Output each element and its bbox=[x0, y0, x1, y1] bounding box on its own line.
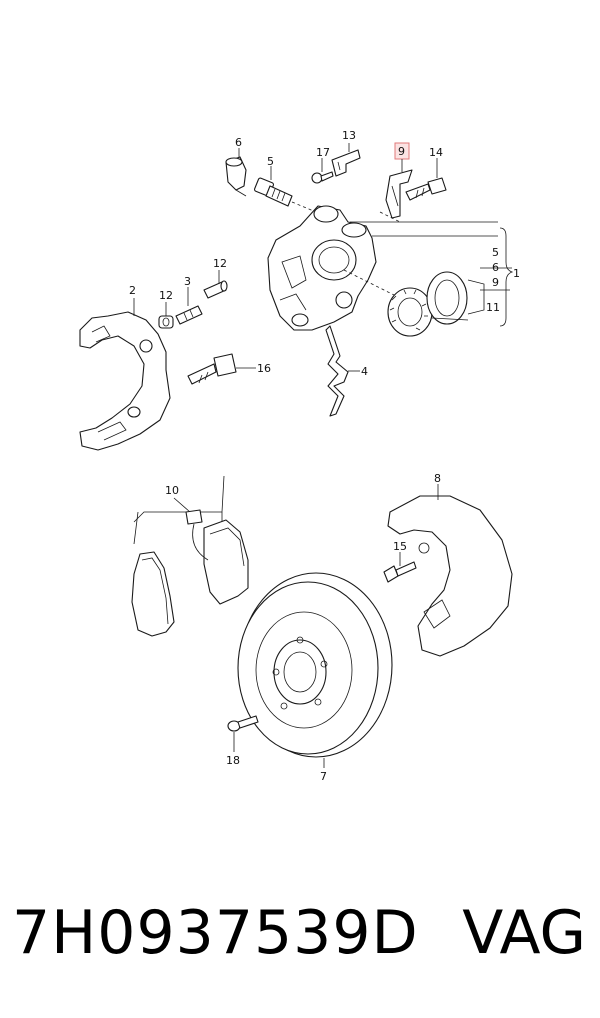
part-15-bolt[interactable] bbox=[383, 561, 417, 583]
callout-12-lower: 12 bbox=[159, 289, 173, 302]
footer-part-number: 7H0937539D bbox=[12, 898, 419, 968]
part-4-pad-spring[interactable] bbox=[325, 325, 349, 417]
part-6-cap[interactable] bbox=[225, 156, 247, 197]
part-12-bush-upper[interactable] bbox=[203, 280, 228, 299]
callout-5: 5 bbox=[267, 155, 274, 168]
callout-15: 15 bbox=[393, 540, 407, 553]
part-1-caliper-housing[interactable] bbox=[267, 205, 377, 331]
part-12-bush-lower[interactable] bbox=[158, 315, 174, 329]
part-8-splash-shield[interactable] bbox=[387, 495, 513, 657]
callout-10: 10 bbox=[165, 484, 179, 497]
part-9-spring[interactable] bbox=[385, 169, 413, 219]
part-2-carrier[interactable] bbox=[79, 311, 171, 451]
callout-7: 7 bbox=[320, 770, 327, 783]
part-11-seal-ring[interactable] bbox=[426, 271, 468, 325]
bracket-item-11: 11 bbox=[486, 301, 500, 314]
callout-12-upper: 12 bbox=[213, 257, 227, 270]
callout-9: 9 bbox=[398, 145, 405, 158]
callout-1: 1 bbox=[513, 267, 520, 280]
part-3-guide-pin[interactable] bbox=[175, 305, 203, 325]
part-13-bracket[interactable] bbox=[331, 149, 361, 177]
footer-brand: VAG bbox=[462, 898, 586, 968]
part-10-pad-left[interactable] bbox=[131, 551, 175, 637]
callout-2: 2 bbox=[129, 284, 136, 297]
bracket-item-6: 6 bbox=[492, 261, 499, 274]
callout-16: 16 bbox=[257, 362, 271, 375]
part-16-bolt[interactable] bbox=[187, 353, 237, 385]
bracket-item-5: 5 bbox=[492, 246, 499, 259]
part-10-pad-right[interactable] bbox=[185, 509, 249, 605]
callout-8: 8 bbox=[434, 472, 441, 485]
part-7-brake-disc[interactable] bbox=[237, 572, 393, 758]
callout-3: 3 bbox=[184, 275, 191, 288]
part-piston[interactable] bbox=[387, 287, 433, 337]
part-5-bleeder[interactable] bbox=[254, 177, 293, 207]
bracket-item-9: 9 bbox=[492, 276, 499, 289]
callout-14: 14 bbox=[429, 146, 443, 159]
callout-4: 4 bbox=[361, 365, 368, 378]
callout-13: 13 bbox=[342, 129, 356, 142]
part-14-bolt[interactable] bbox=[405, 177, 447, 201]
callout-17: 17 bbox=[316, 146, 330, 159]
callout-6: 6 bbox=[235, 136, 242, 149]
part-17-screw[interactable] bbox=[311, 171, 334, 184]
callout-18: 18 bbox=[226, 754, 240, 767]
group-bracket-1 bbox=[499, 227, 514, 327]
part-18-screw[interactable] bbox=[227, 715, 259, 732]
